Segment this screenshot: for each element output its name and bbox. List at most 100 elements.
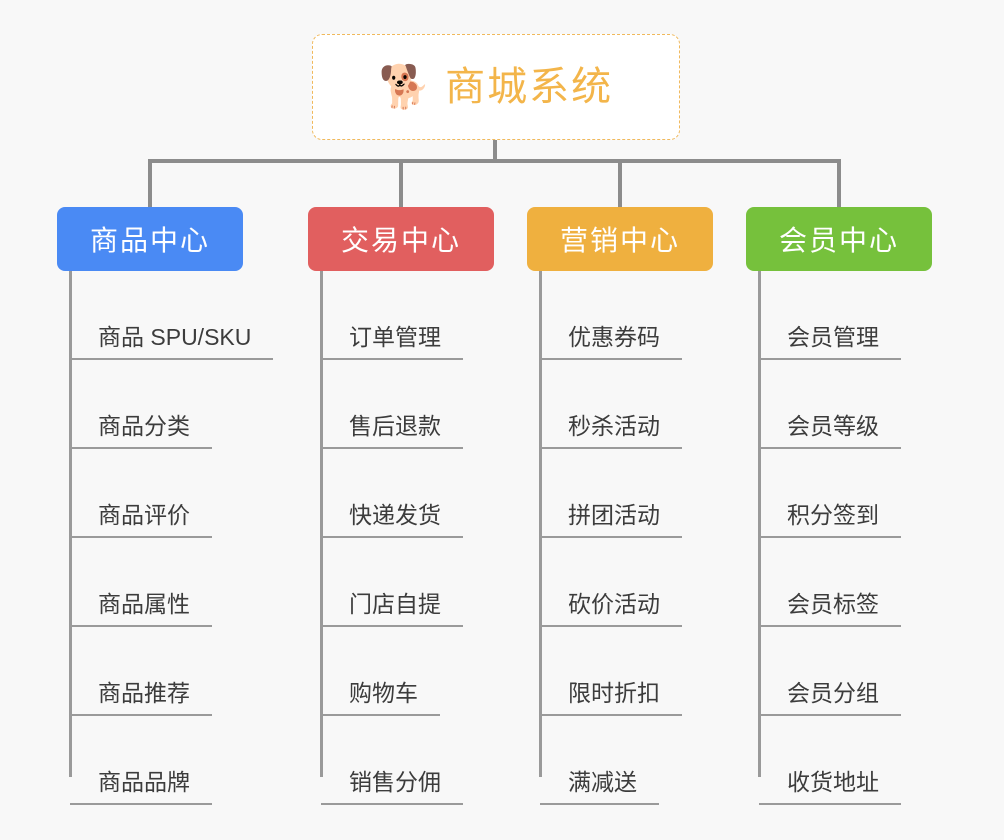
leaf-list-product-center: 商品 SPU/SKU 商品分类商品评价商品属性商品推荐商品品牌: [57, 271, 274, 805]
leaf-item[interactable]: 商品分类: [57, 360, 243, 449]
leaf-label: 会员等级: [787, 413, 879, 439]
leaf-item[interactable]: 订单管理: [308, 271, 494, 360]
leaf-label: 商品品牌: [98, 769, 190, 795]
leaf-underline: 商品评价: [70, 500, 212, 538]
horizontal-bus-connector: [150, 159, 840, 163]
column-spine-trade-center: [320, 271, 323, 777]
leaf-label: 砍价活动: [568, 591, 660, 617]
leaf-underline: 满减送: [540, 767, 659, 805]
drop-connector-member-center: [837, 159, 841, 209]
leaf-underline: 秒杀活动: [540, 411, 682, 449]
leaf-underline: 商品品牌: [70, 767, 212, 805]
leaf-item[interactable]: 满减送: [527, 716, 713, 805]
leaf-item[interactable]: 会员标签: [746, 538, 932, 627]
leaf-label: 销售分佣: [349, 769, 441, 795]
leaf-underline: 购物车: [321, 678, 440, 716]
leaf-item[interactable]: 优惠券码: [527, 271, 713, 360]
leaf-label: 购物车: [349, 680, 418, 706]
leaf-item[interactable]: 售后退款: [308, 360, 494, 449]
leaf-label: 积分签到: [787, 502, 879, 528]
leaf-label: 秒杀活动: [568, 413, 660, 439]
leaf-underline: 商品推荐: [70, 678, 212, 716]
category-label: 交易中心: [340, 225, 461, 256]
category-label: 会员中心: [778, 225, 899, 256]
dog-face-icon: 🐕: [378, 63, 432, 110]
leaf-item[interactable]: 商品推荐: [57, 627, 243, 716]
column-trade-center: 交易中心订单管理售后退款快递发货门店自提购物车销售分佣: [308, 207, 494, 805]
root-node[interactable]: 🐕 商城系统: [312, 34, 680, 140]
leaf-label: 收货地址: [787, 769, 879, 795]
drop-connector-product-center: [148, 159, 152, 209]
leaf-underline: 优惠券码: [540, 322, 682, 360]
leaf-item[interactable]: 门店自提: [308, 538, 494, 627]
leaf-list-member-center: 会员管理会员等级积分签到会员标签会员分组收货地址: [746, 271, 932, 805]
leaf-item[interactable]: 收货地址: [746, 716, 932, 805]
leaf-underline: 商品属性: [70, 589, 212, 627]
leaf-underline: 商品 SPU/SKU: [70, 322, 274, 360]
leaf-underline: 积分签到: [759, 500, 901, 538]
category-box-trade-center[interactable]: 交易中心: [308, 207, 494, 271]
leaf-underline: 快递发货: [321, 500, 463, 538]
category-label: 营销中心: [559, 225, 680, 256]
leaf-underline: 会员分组: [759, 678, 901, 716]
leaf-item[interactable]: 会员管理: [746, 271, 932, 360]
leaf-label: 满减送: [568, 769, 637, 795]
leaf-label: 商品评价: [98, 502, 190, 528]
leaf-label: 会员标签: [787, 591, 879, 617]
leaf-item[interactable]: 销售分佣: [308, 716, 494, 805]
leaf-underline: 限时折扣: [540, 678, 682, 716]
leaf-item[interactable]: 商品 SPU/SKU: [57, 271, 274, 360]
leaf-underline: 商品分类: [70, 411, 212, 449]
leaf-underline: 订单管理: [321, 322, 463, 360]
leaf-underline: 会员等级: [759, 411, 901, 449]
leaf-item[interactable]: 限时折扣: [527, 627, 713, 716]
leaf-item[interactable]: 拼团活动: [527, 449, 713, 538]
leaf-label: 拼团活动: [568, 502, 660, 528]
category-box-product-center[interactable]: 商品中心: [57, 207, 243, 271]
category-box-marketing-center[interactable]: 营销中心: [527, 207, 713, 271]
leaf-underline: 售后退款: [321, 411, 463, 449]
leaf-item[interactable]: 购物车: [308, 627, 494, 716]
leaf-label: 会员分组: [787, 680, 879, 706]
leaf-underline: 砍价活动: [540, 589, 682, 627]
leaf-label: 商品 SPU/SKU: [98, 324, 252, 350]
leaf-underline: 拼团活动: [540, 500, 682, 538]
column-member-center: 会员中心会员管理会员等级积分签到会员标签会员分组收货地址: [746, 207, 932, 805]
column-spine-marketing-center: [539, 271, 542, 777]
leaf-item[interactable]: 商品评价: [57, 449, 243, 538]
leaf-label: 优惠券码: [568, 324, 660, 350]
column-spine-member-center: [758, 271, 761, 777]
leaf-label: 订单管理: [349, 324, 441, 350]
column-spine-product-center: [69, 271, 72, 777]
leaf-underline: 销售分佣: [321, 767, 463, 805]
root-title: 商城系统: [445, 65, 614, 109]
leaf-label: 限时折扣: [568, 680, 660, 706]
leaf-item[interactable]: 快递发货: [308, 449, 494, 538]
leaf-item[interactable]: 会员分组: [746, 627, 932, 716]
leaf-label: 门店自提: [349, 591, 441, 617]
leaf-item[interactable]: 商品品牌: [57, 716, 243, 805]
leaf-item[interactable]: 会员等级: [746, 360, 932, 449]
root-stem-connector: [493, 140, 497, 163]
leaf-item[interactable]: 砍价活动: [527, 538, 713, 627]
leaf-label: 售后退款: [349, 413, 441, 439]
leaf-underline: 门店自提: [321, 589, 463, 627]
leaf-label: 商品属性: [98, 591, 190, 617]
leaf-underline: 会员管理: [759, 322, 901, 360]
leaf-underline: 会员标签: [759, 589, 901, 627]
drop-connector-marketing-center: [618, 159, 622, 209]
leaf-item[interactable]: 商品属性: [57, 538, 243, 627]
leaf-list-trade-center: 订单管理售后退款快递发货门店自提购物车销售分佣: [308, 271, 494, 805]
category-box-member-center[interactable]: 会员中心: [746, 207, 932, 271]
leaf-list-marketing-center: 优惠券码秒杀活动拼团活动砍价活动限时折扣满减送: [527, 271, 713, 805]
leaf-label: 会员管理: [787, 324, 879, 350]
leaf-item[interactable]: 秒杀活动: [527, 360, 713, 449]
leaf-label: 快递发货: [349, 502, 441, 528]
column-marketing-center: 营销中心优惠券码秒杀活动拼团活动砍价活动限时折扣满减送: [527, 207, 713, 805]
leaf-underline: 收货地址: [759, 767, 901, 805]
leaf-item[interactable]: 积分签到: [746, 449, 932, 538]
leaf-label: 商品推荐: [98, 680, 190, 706]
category-label: 商品中心: [89, 225, 210, 256]
column-product-center: 商品中心商品 SPU/SKU 商品分类商品评价商品属性商品推荐商品品牌: [57, 207, 274, 805]
